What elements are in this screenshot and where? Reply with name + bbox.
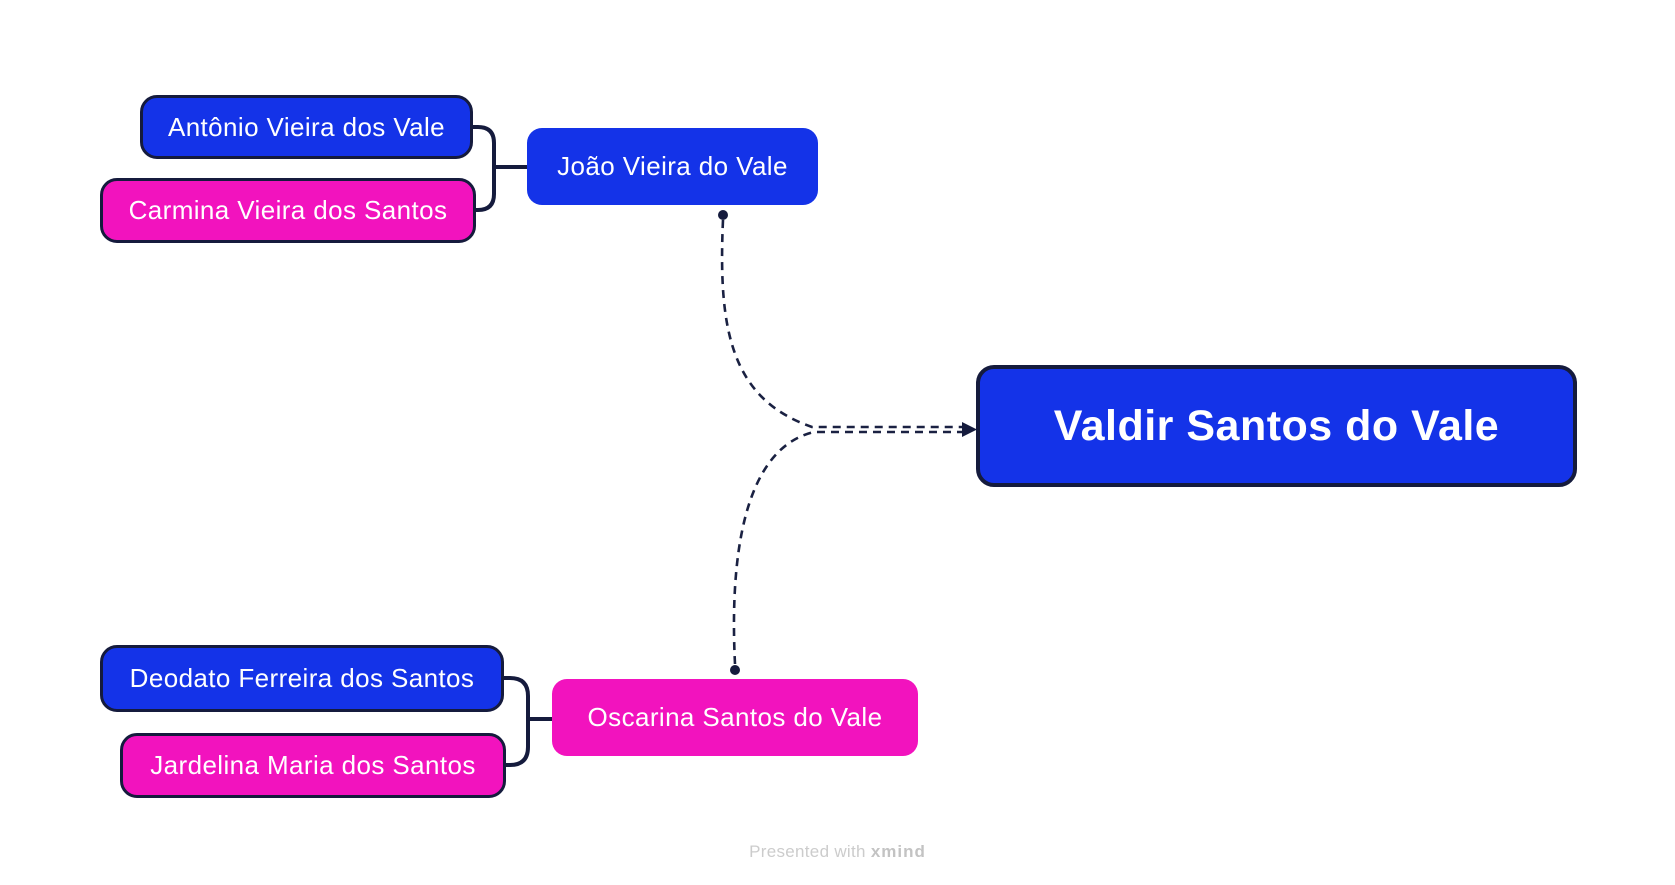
node-valdir[interactable]: Valdir Santos do Vale bbox=[976, 365, 1577, 487]
watermark-prefix: Presented with bbox=[749, 842, 871, 861]
node-label: Deodato Ferreira dos Santos bbox=[129, 663, 475, 693]
node-joao[interactable]: João Vieira do Vale bbox=[527, 128, 818, 205]
node-label: Oscarina Santos do Vale bbox=[587, 702, 883, 732]
dashed-link-joao-valdir bbox=[718, 210, 963, 429]
arrowhead-icon bbox=[962, 422, 977, 437]
watermark: Presented with xmind bbox=[749, 842, 926, 862]
node-carmina[interactable]: Carmina Vieira dos Santos bbox=[100, 178, 476, 243]
node-jardelina[interactable]: Jardelina Maria dos Santos bbox=[120, 733, 506, 798]
bracket-connector-top bbox=[471, 125, 529, 212]
node-label: João Vieira do Vale bbox=[557, 151, 788, 181]
node-label: Antônio Vieira dos Vale bbox=[167, 111, 446, 142]
link-start-dot bbox=[718, 210, 728, 220]
node-deodato[interactable]: Deodato Ferreira dos Santos bbox=[100, 645, 504, 712]
node-label: Valdir Santos do Vale bbox=[1053, 401, 1500, 450]
node-label: Carmina Vieira dos Santos bbox=[128, 195, 448, 225]
node-label: Jardelina Maria dos Santos bbox=[150, 750, 476, 780]
node-oscarina[interactable]: Oscarina Santos do Vale bbox=[552, 679, 918, 756]
bracket-connector-bottom bbox=[502, 676, 554, 767]
node-antonio[interactable]: Antônio Vieira dos Vale bbox=[140, 95, 473, 159]
link-start-dot bbox=[730, 665, 740, 675]
dashed-link-oscarina-valdir bbox=[730, 430, 963, 675]
xmind-logo: xmind bbox=[870, 842, 926, 861]
